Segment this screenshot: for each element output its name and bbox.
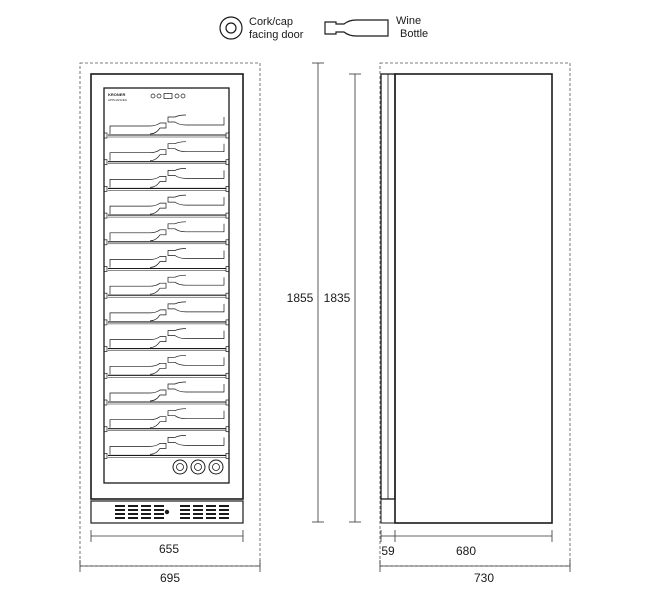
vent-slot <box>193 509 203 511</box>
front-cabinet <box>90 73 244 500</box>
vent-slot <box>141 505 151 507</box>
dim-body-depth-label: 680 <box>456 544 476 558</box>
vent-slot <box>141 509 151 511</box>
wine-shelf <box>103 194 230 219</box>
legend-bottle-line1: Wine <box>396 15 421 27</box>
vent-slot <box>180 505 190 507</box>
wine-shelf <box>103 221 230 246</box>
vent-slot <box>128 505 138 507</box>
legend: Cork/cap facing door Wine Bottle <box>219 15 428 41</box>
dim-inner-width: 655 <box>90 530 244 556</box>
vent-slot <box>115 509 125 511</box>
vent-slot <box>128 517 138 519</box>
control-panel: KRONER APPLIANCES <box>108 92 186 102</box>
vent-slot <box>154 505 164 507</box>
vent-slot <box>154 513 164 515</box>
wine-shelf <box>103 301 230 326</box>
vent-slot <box>141 517 151 519</box>
wine-shelf <box>103 141 230 166</box>
vent-slot <box>219 509 229 511</box>
bottom-cork-rack <box>172 459 224 475</box>
vent-slot <box>193 505 203 507</box>
vent-slot <box>193 517 203 519</box>
vent-slot <box>206 509 216 511</box>
front-view: KRONER APPLIANCES <box>79 62 261 585</box>
vent-slot <box>115 517 125 519</box>
vent-slot <box>219 513 229 515</box>
dim-outer-height: 1855 <box>287 62 324 523</box>
vent-slot <box>141 513 151 515</box>
vent-slot <box>206 513 216 515</box>
dim-door-depth: 59 <box>380 530 396 558</box>
wine-shelf <box>103 248 230 272</box>
kick-plate-vent <box>90 500 244 524</box>
dim-body-depth: 680 <box>395 530 553 558</box>
vent-slot <box>206 505 216 507</box>
vent-slot <box>128 509 138 511</box>
wine-shelf <box>103 381 230 406</box>
dim-total-depth: 730 <box>379 560 571 585</box>
vent-slot <box>193 513 203 515</box>
vent-slot <box>180 509 190 511</box>
dim-outer-width: 695 <box>79 560 261 585</box>
legend-cork-line2: facing door <box>249 29 304 41</box>
vent-slot <box>115 513 125 515</box>
wine-shelf <box>103 274 230 299</box>
legend-cork-line1: Cork/cap <box>249 16 293 28</box>
vent-slot <box>219 517 229 519</box>
side-view: 1855 1835 59 680 730 <box>287 62 571 585</box>
dim-inner-height-label: 1835 <box>324 291 351 305</box>
side-body <box>394 73 553 524</box>
wine-shelf <box>103 114 230 139</box>
wine-shelf <box>103 168 230 192</box>
brand-subtitle: APPLIANCES <box>108 98 127 102</box>
vent-slot <box>219 505 229 507</box>
front-outer-dashed-outline <box>79 62 261 567</box>
wine-shelf <box>103 408 230 433</box>
dim-door-depth-label: 59 <box>381 544 395 558</box>
vent-slot <box>180 517 190 519</box>
dim-outer-height-label: 1855 <box>287 291 314 305</box>
cork-circle-icon <box>219 16 243 40</box>
wine-shelf <box>103 354 230 379</box>
wine-shelf <box>103 435 230 459</box>
vent-slot <box>206 517 216 519</box>
brand-logo: KRONER <box>108 92 125 97</box>
vent-slot <box>180 513 190 515</box>
side-outer-dashed-outline <box>379 62 571 567</box>
wine-bottle-icon <box>324 19 389 37</box>
wine-shelf <box>103 328 230 352</box>
dim-inner-width-label: 655 <box>159 542 179 556</box>
dim-total-depth-label: 730 <box>474 571 494 585</box>
dim-inner-height: 1835 <box>324 73 361 523</box>
vent-slot <box>154 509 164 511</box>
legend-bottle-line2: Bottle <box>400 28 428 40</box>
dim-outer-width-label: 695 <box>160 571 180 585</box>
vent-slot <box>128 513 138 515</box>
front-door-glass <box>103 87 230 484</box>
vent-slot <box>115 505 125 507</box>
vent-slot <box>154 517 164 519</box>
wine-shelves <box>103 114 230 459</box>
